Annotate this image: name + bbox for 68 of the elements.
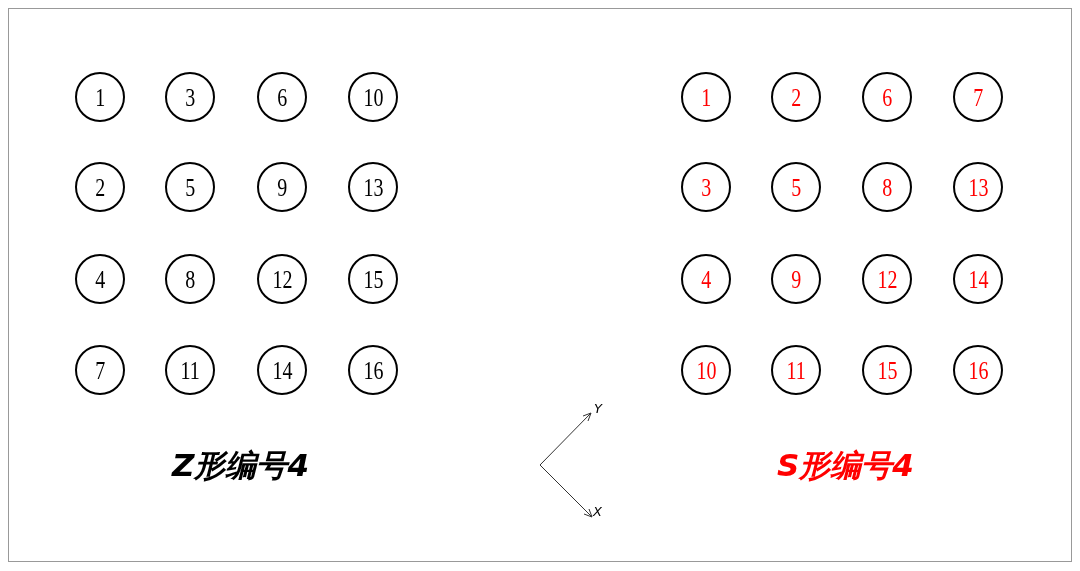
circle-node (348, 254, 398, 304)
circle-node (953, 72, 1003, 122)
node-number: 5 (791, 174, 801, 200)
axis-label: X (593, 505, 602, 518)
node-number: 8 (185, 266, 195, 292)
circle-node (681, 254, 731, 304)
node-number: 2 (791, 84, 801, 110)
circle-node (165, 254, 215, 304)
node-number: 13 (363, 174, 383, 200)
node-number: 8 (882, 174, 892, 200)
circle-node (75, 72, 125, 122)
circle-node (348, 162, 398, 212)
node-number: 1 (701, 84, 711, 110)
circle-node (75, 162, 125, 212)
node-number: 12 (877, 266, 897, 292)
heading-text: S形编号4 (777, 450, 914, 481)
node-number: 6 (882, 84, 892, 110)
circle-node (862, 254, 912, 304)
circle-node (862, 345, 912, 395)
circle-node (953, 345, 1003, 395)
circle-node (771, 254, 821, 304)
node-number: 7 (973, 84, 983, 110)
circle-node (348, 72, 398, 122)
circle-node (75, 254, 125, 304)
node-number: 16 (363, 357, 383, 383)
node-number: 9 (277, 174, 287, 200)
node-number: 3 (185, 84, 195, 110)
node-number: 14 (272, 357, 292, 383)
node-number: 15 (363, 266, 383, 292)
node-number: 6 (277, 84, 287, 110)
circle-node (257, 254, 307, 304)
circle-node (257, 72, 307, 122)
node-number: 14 (968, 266, 988, 292)
node-number: 4 (701, 266, 711, 292)
circle-node (862, 72, 912, 122)
node-number: 10 (363, 84, 383, 110)
circle-node (681, 162, 731, 212)
node-number: 5 (185, 174, 195, 200)
circle-node (862, 162, 912, 212)
node-number: 3 (701, 174, 711, 200)
node-number: 12 (272, 266, 292, 292)
circle-node (75, 345, 125, 395)
circle-node (771, 345, 821, 395)
node-number: 9 (791, 266, 801, 292)
circle-node (165, 345, 215, 395)
node-number: 10 (696, 357, 716, 383)
circle-node (348, 345, 398, 395)
circle-node (165, 72, 215, 122)
circle-node (771, 162, 821, 212)
node-number: 7 (95, 357, 105, 383)
circle-node (771, 72, 821, 122)
circle-node (953, 254, 1003, 304)
circle-node (681, 345, 731, 395)
axis-label: Y (594, 402, 602, 415)
node-number: 15 (877, 357, 897, 383)
circle-node (257, 345, 307, 395)
node-number: 4 (95, 266, 105, 292)
node-number: 1 (95, 84, 105, 110)
circle-node (165, 162, 215, 212)
node-number: 11 (786, 357, 806, 383)
node-number: 2 (95, 174, 105, 200)
node-number: 16 (968, 357, 988, 383)
circle-node (681, 72, 731, 122)
circle-node (257, 162, 307, 212)
heading-text: Z形编号4 (172, 450, 310, 481)
circle-node (953, 162, 1003, 212)
node-number: 11 (180, 357, 200, 383)
node-number: 13 (968, 174, 988, 200)
